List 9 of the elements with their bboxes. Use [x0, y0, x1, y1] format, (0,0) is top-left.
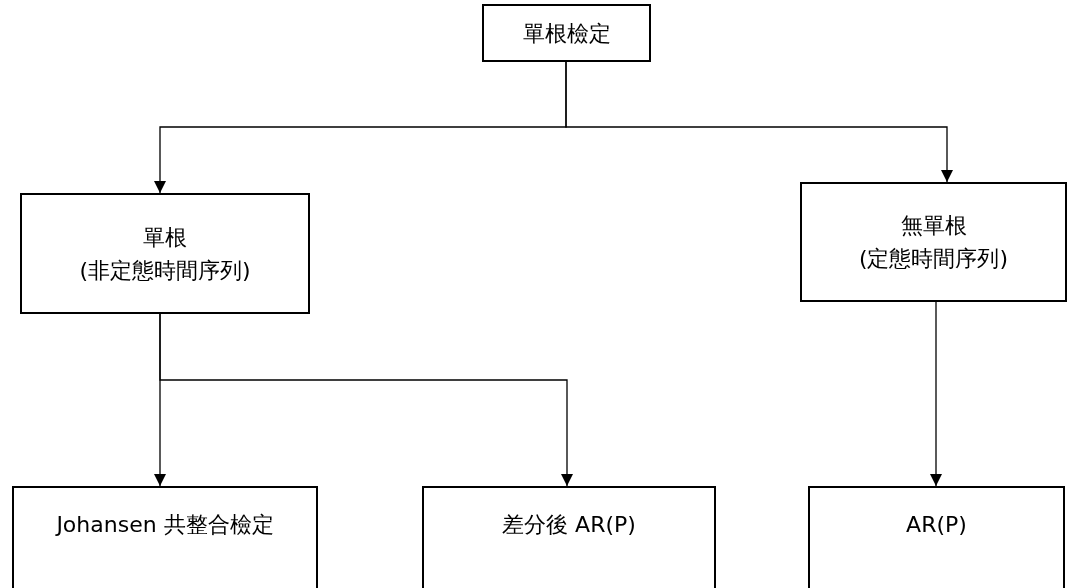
- process-box: 無單根 (定態時間序列): [800, 182, 1067, 302]
- process-box: 差分後 AR(P): [422, 486, 716, 588]
- arrow: [930, 301, 942, 487]
- process-box: 單根檢定: [482, 4, 651, 62]
- process-box: Johansen 共整合檢定: [12, 486, 318, 588]
- process-box: AR(P): [808, 486, 1065, 588]
- arrow: [159, 313, 573, 487]
- process-box: 單根 (非定態時間序列): [20, 193, 310, 314]
- arrow: [565, 61, 953, 183]
